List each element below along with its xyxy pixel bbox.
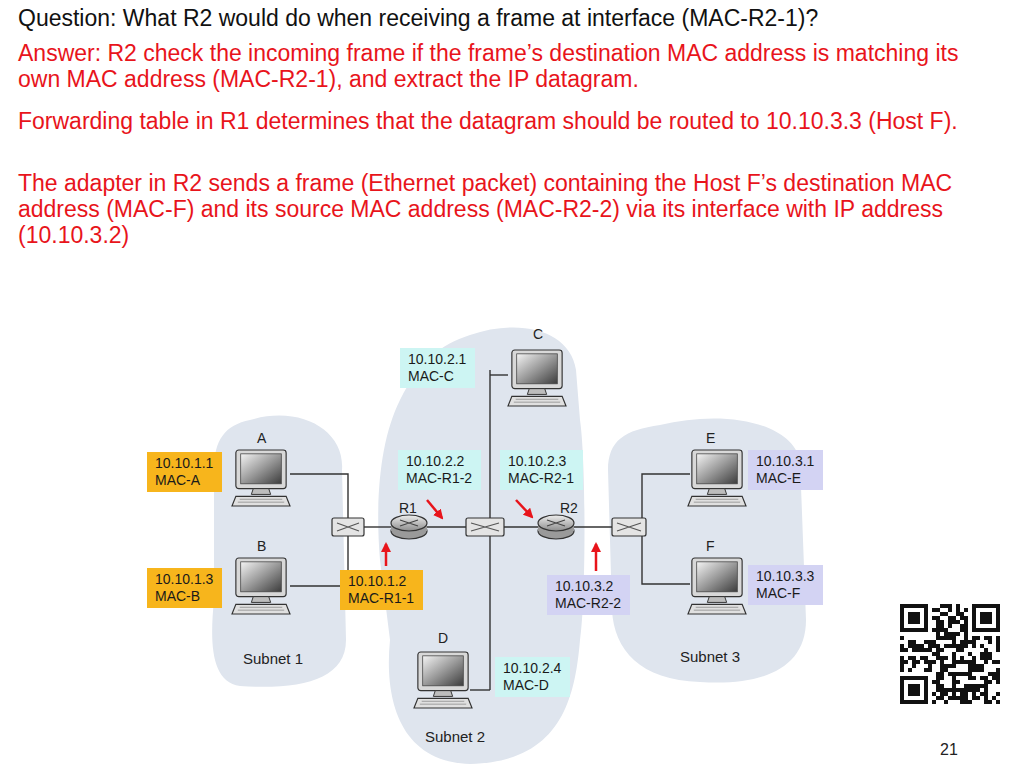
ip-address: 10.10.1.3 [155, 571, 214, 588]
router-name: R1 [399, 500, 417, 517]
address-box: 10.10.3.1MAC-E [748, 450, 823, 490]
ip-address: 10.10.3.3 [756, 568, 815, 585]
mac-address: MAC-D [503, 677, 562, 694]
host-letter: F [706, 538, 715, 555]
slide-title: Question: What R2 would do when receivin… [18, 4, 1003, 32]
address-box: 10.10.2.1MAC-C [400, 348, 475, 388]
address-box: 10.10.3.2MAC-R2-2 [547, 575, 630, 615]
address-box: 10.10.1.1MAC-A [147, 452, 222, 492]
mac-address: MAC-A [155, 472, 214, 489]
subnet-shape [212, 416, 346, 687]
page-number: 21 [940, 740, 958, 759]
subnet-name: Subnet 1 [243, 650, 303, 667]
address-box: 10.10.2.3MAC-R2-1 [500, 450, 583, 490]
subnet-name: Subnet 2 [425, 728, 485, 745]
subnet-shape [378, 328, 584, 764]
ip-address: 10.10.1.1 [155, 455, 214, 472]
host-letter: C [533, 326, 543, 343]
ip-address: 10.10.2.4 [503, 660, 562, 677]
mac-address: MAC-R2-2 [555, 595, 622, 612]
address-box: 10.10.1.3MAC-B [147, 568, 222, 608]
mac-address: MAC-B [155, 588, 214, 605]
ip-address: 10.10.2.3 [508, 453, 575, 470]
mac-address: MAC-R1-2 [406, 470, 473, 487]
address-box: 10.10.2.2MAC-R1-2 [398, 450, 481, 490]
ip-address: 10.10.2.2 [406, 453, 473, 470]
mac-address: MAC-F [756, 585, 815, 602]
ip-address: 10.10.3.2 [555, 578, 622, 595]
address-box: 10.10.1.2MAC-R1-1 [340, 570, 423, 610]
host-letter: B [257, 538, 266, 555]
answer-text: The adapter in R2 sends a frame (Etherne… [18, 170, 1003, 248]
answer-text: Forwarding table in R1 determines that t… [18, 108, 1003, 134]
mac-address: MAC-R2-1 [508, 470, 575, 487]
ip-address: 10.10.2.1 [408, 351, 467, 368]
ip-address: 10.10.1.2 [348, 573, 415, 590]
address-box: 10.10.3.3MAC-F [748, 565, 823, 605]
answer-text: Answer: R2 check the incoming frame if t… [18, 40, 1003, 92]
host-letter: D [438, 630, 448, 647]
address-box: 10.10.2.4MAC-D [495, 657, 570, 697]
mac-address: MAC-E [756, 470, 815, 487]
host-letter: A [257, 430, 266, 447]
qr-code [898, 602, 1002, 706]
mac-address: MAC-R1-1 [348, 590, 415, 607]
ip-address: 10.10.3.1 [756, 453, 815, 470]
subnet-name: Subnet 3 [680, 648, 740, 665]
router-name: R2 [560, 500, 578, 517]
mac-address: MAC-C [408, 368, 467, 385]
host-letter: E [706, 430, 715, 447]
